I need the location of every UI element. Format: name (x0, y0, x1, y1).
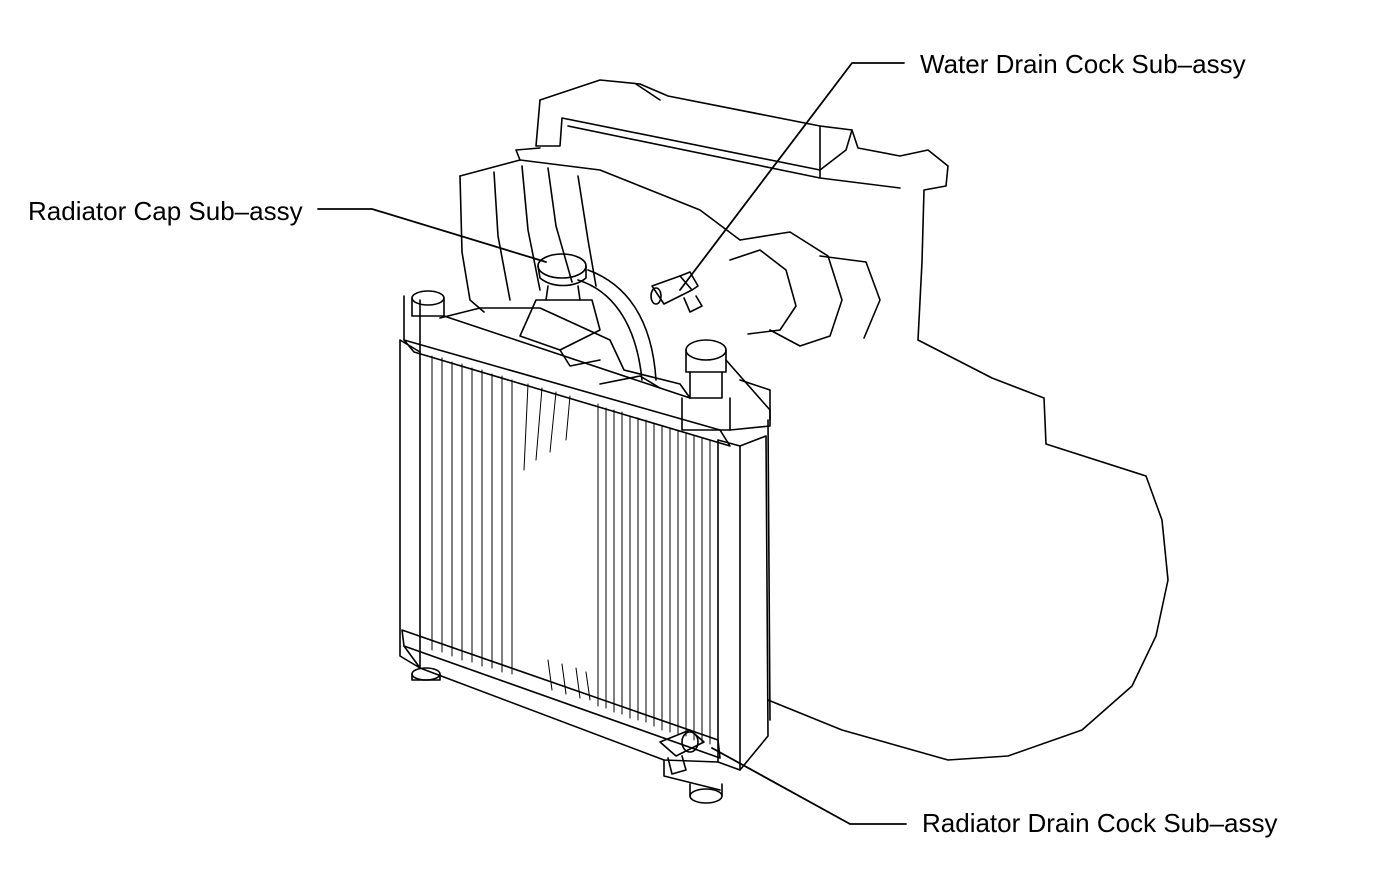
radiator-cap-part (519, 253, 601, 367)
leader-radiator-drain-cock (711, 747, 907, 825)
water-drain-cock-part (650, 271, 703, 313)
leader-water-drain-cock (679, 62, 905, 291)
engine-block (459, 79, 1169, 761)
radiator-drain-cock-part (659, 729, 705, 775)
upper-hose (577, 269, 661, 389)
radiator-cap-label: Radiator Cap Sub–assy (28, 196, 303, 226)
water-drain-cock-label: Water Drain Cock Sub–assy (920, 49, 1246, 79)
radiator-drain-cock-label: Radiator Drain Cock Sub–assy (922, 808, 1278, 838)
leader-lines (317, 62, 907, 825)
radiator-core-fins (431, 355, 711, 745)
radiator (399, 253, 771, 804)
leader-radiator-cap (317, 208, 547, 263)
